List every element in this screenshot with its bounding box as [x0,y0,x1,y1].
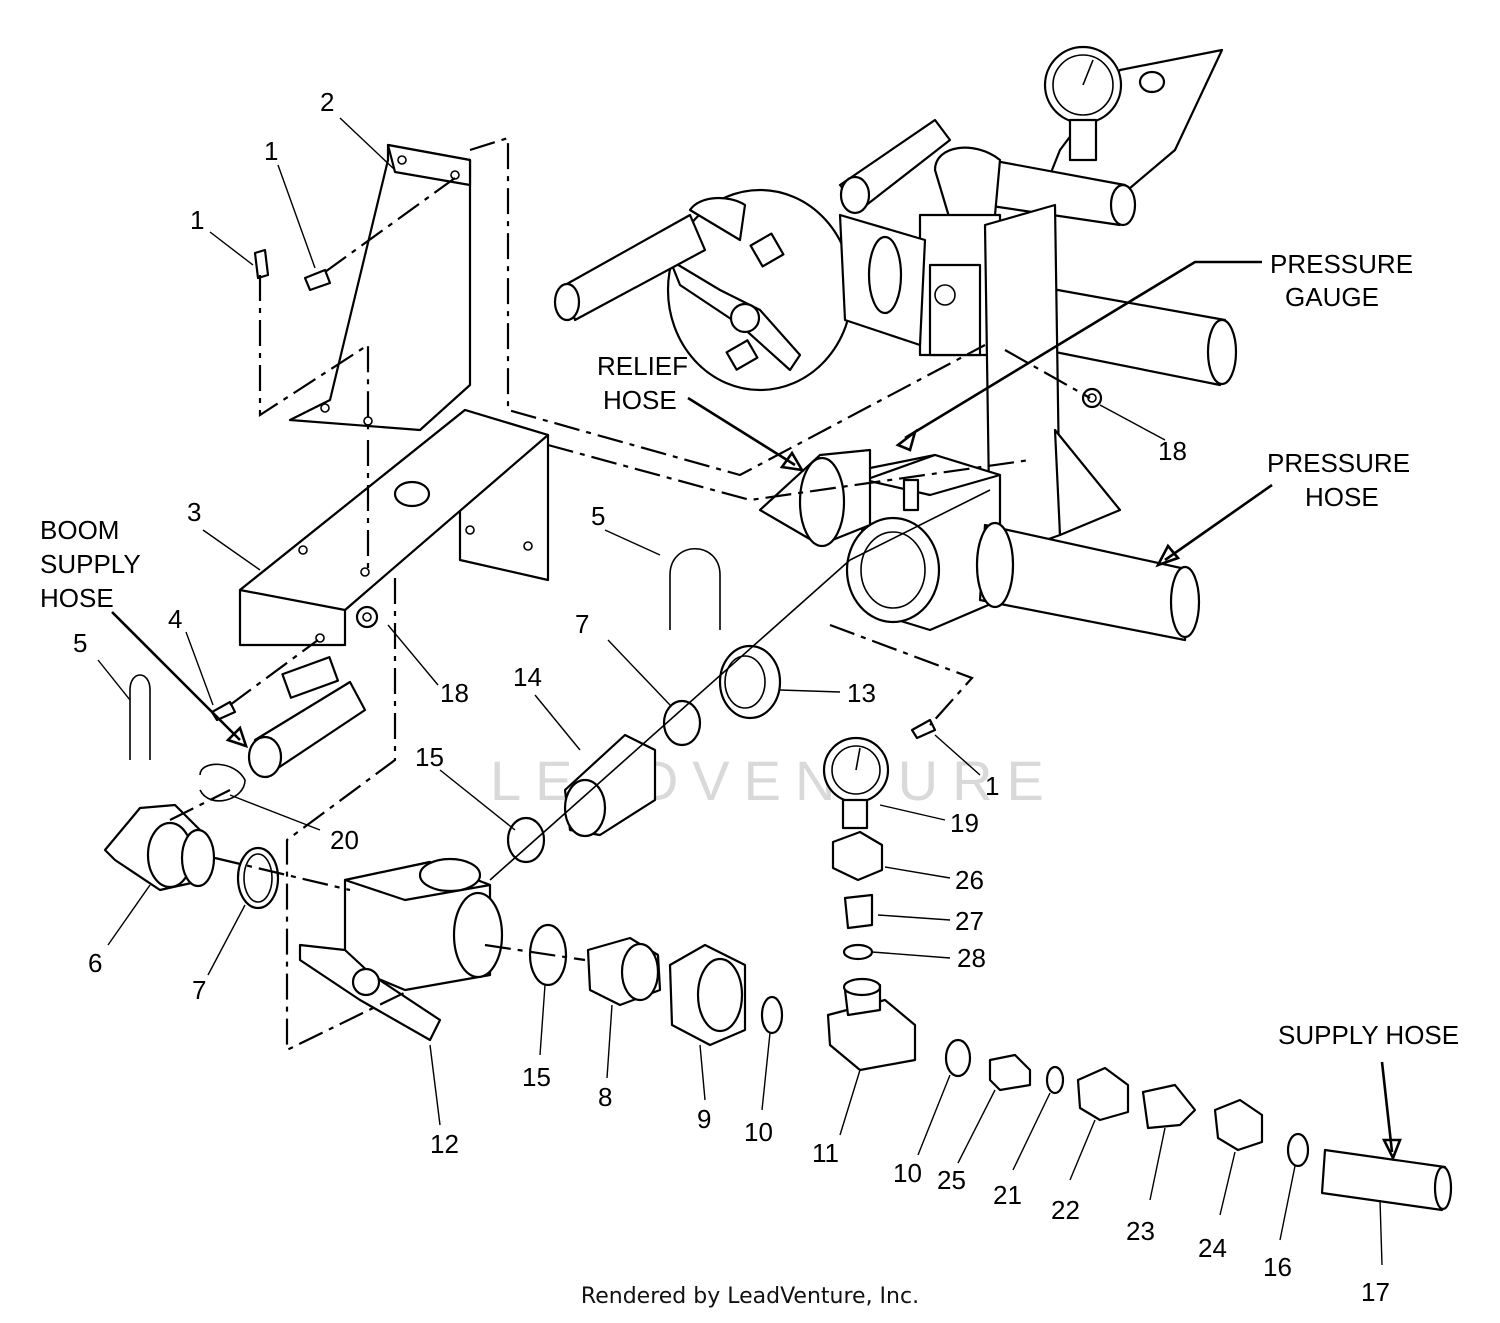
part-number-5-mid: 5 [591,501,605,531]
part-number-5-left: 5 [73,628,87,658]
boom-supply-hose-label-line1: BOOM [40,515,119,545]
part-number-28: 28 [957,943,986,973]
part-number-14: 14 [513,662,542,692]
bracket-part-2 [288,143,472,432]
part-number-12: 12 [430,1129,459,1159]
part-number-20: 20 [330,825,359,855]
supply-hose-label: SUPPLY HOSE [1278,1020,1459,1050]
footer-credit: Rendered by LeadVenture, Inc. [580,1284,920,1309]
part-number-23: 23 [1126,1216,1155,1246]
part-number-18-mid: 18 [440,678,469,708]
part-number-26: 26 [955,865,984,895]
part-number-21: 21 [993,1180,1022,1210]
pressure-hose-label-line1: PRESSURE [1267,448,1410,478]
part-number-15-bottom: 15 [522,1062,551,1092]
assembly-lines [169,136,1091,1052]
relief-hose-label-line2: HOSE [603,385,677,415]
part-number-2: 2 [320,87,334,117]
part-number-17: 17 [1361,1277,1390,1307]
callout-arrows [111,260,1402,1162]
part-number-8: 8 [598,1082,612,1112]
part-number-3: 3 [187,497,201,527]
callout-labels: PRESSURE GAUGE RELIEF HOSE PRESSURE HOSE… [40,249,1459,1050]
valve-assembly [553,45,1238,642]
part-number-4: 4 [168,604,182,634]
part-number-10-b: 10 [893,1158,922,1188]
part-number-27: 27 [955,906,984,936]
part-number-6: 6 [88,948,102,978]
part-number-10-a: 10 [744,1117,773,1147]
part-number-labels: 2 1 1 3 4 5 5 18 7 14 13 18 1 15 20 19 2… [73,87,1390,1307]
bolts [210,248,937,740]
part-number-7-left: 7 [192,975,206,1005]
pressure-gauge-label-line1: PRESSURE [1270,249,1413,279]
bracket-part-3 [238,408,550,699]
part-number-1-bottom: 1 [985,771,999,801]
part-number-7-mid: 7 [575,609,589,639]
part-number-15-top: 15 [415,742,444,772]
leader-lines [97,117,1383,1266]
pressure-gauge-label-line2: GAUGE [1285,282,1379,312]
boom-supply-hose-label-line2: SUPPLY [40,549,141,579]
part-number-13: 13 [847,678,876,708]
part-number-22: 22 [1051,1195,1080,1225]
part-number-25: 25 [937,1165,966,1195]
pressure-hose-label-line2: HOSE [1305,482,1379,512]
relief-hose-label-line1: RELIEF [597,351,688,381]
part-number-11: 11 [812,1138,839,1168]
boom-supply-hose-label-line3: HOSE [40,583,114,613]
part-number-18-top: 18 [1158,436,1187,466]
part-number-24: 24 [1198,1233,1227,1263]
part-number-1-top: 1 [264,136,278,166]
part-number-1-left: 1 [190,205,204,235]
lower-left-parts [103,548,784,1047]
part-number-16: 16 [1263,1252,1292,1282]
part-number-19: 19 [950,808,979,838]
part-number-9: 9 [697,1104,711,1134]
gauge-stack [822,736,917,1072]
lower-right-fittings [944,1038,1453,1212]
